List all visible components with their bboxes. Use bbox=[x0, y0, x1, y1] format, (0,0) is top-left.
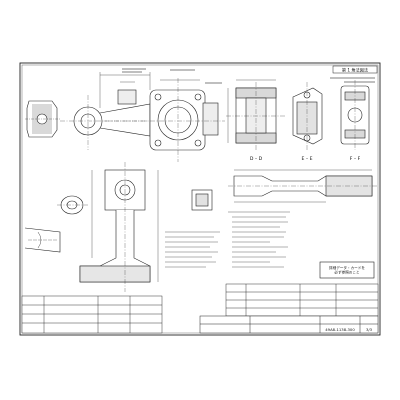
section-label-d: D – D bbox=[250, 156, 263, 162]
projection-stamp-text: 第 1 角法図法 bbox=[342, 67, 368, 74]
drawing-number: 49A8-1138-300 bbox=[325, 327, 355, 332]
notes-top-right bbox=[330, 77, 375, 83]
rod-side-view bbox=[228, 169, 378, 203]
section-view-d bbox=[226, 79, 285, 150]
section-label-f: F – F bbox=[350, 156, 361, 162]
title-block bbox=[199, 315, 379, 334]
general-notes bbox=[165, 211, 290, 268]
projection-stamp bbox=[332, 65, 378, 74]
parts-list bbox=[225, 283, 379, 317]
callout-text: 詳細データ・カードを必ず参照のこと bbox=[329, 265, 365, 275]
section-label-e: E – E bbox=[301, 156, 312, 162]
detail-view-left bbox=[24, 195, 88, 253]
section-view-small bbox=[25, 100, 60, 138]
sheet-number: 3/3 bbox=[366, 327, 373, 332]
outer-border bbox=[19, 62, 381, 336]
rod-plan-view bbox=[79, 162, 213, 292]
notes-top-center bbox=[122, 68, 222, 84]
callout-box bbox=[319, 261, 375, 279]
revision-table bbox=[21, 295, 163, 334]
section-view-f bbox=[340, 80, 370, 150]
main-rod-view bbox=[60, 72, 225, 162]
section-view-e bbox=[292, 82, 323, 150]
